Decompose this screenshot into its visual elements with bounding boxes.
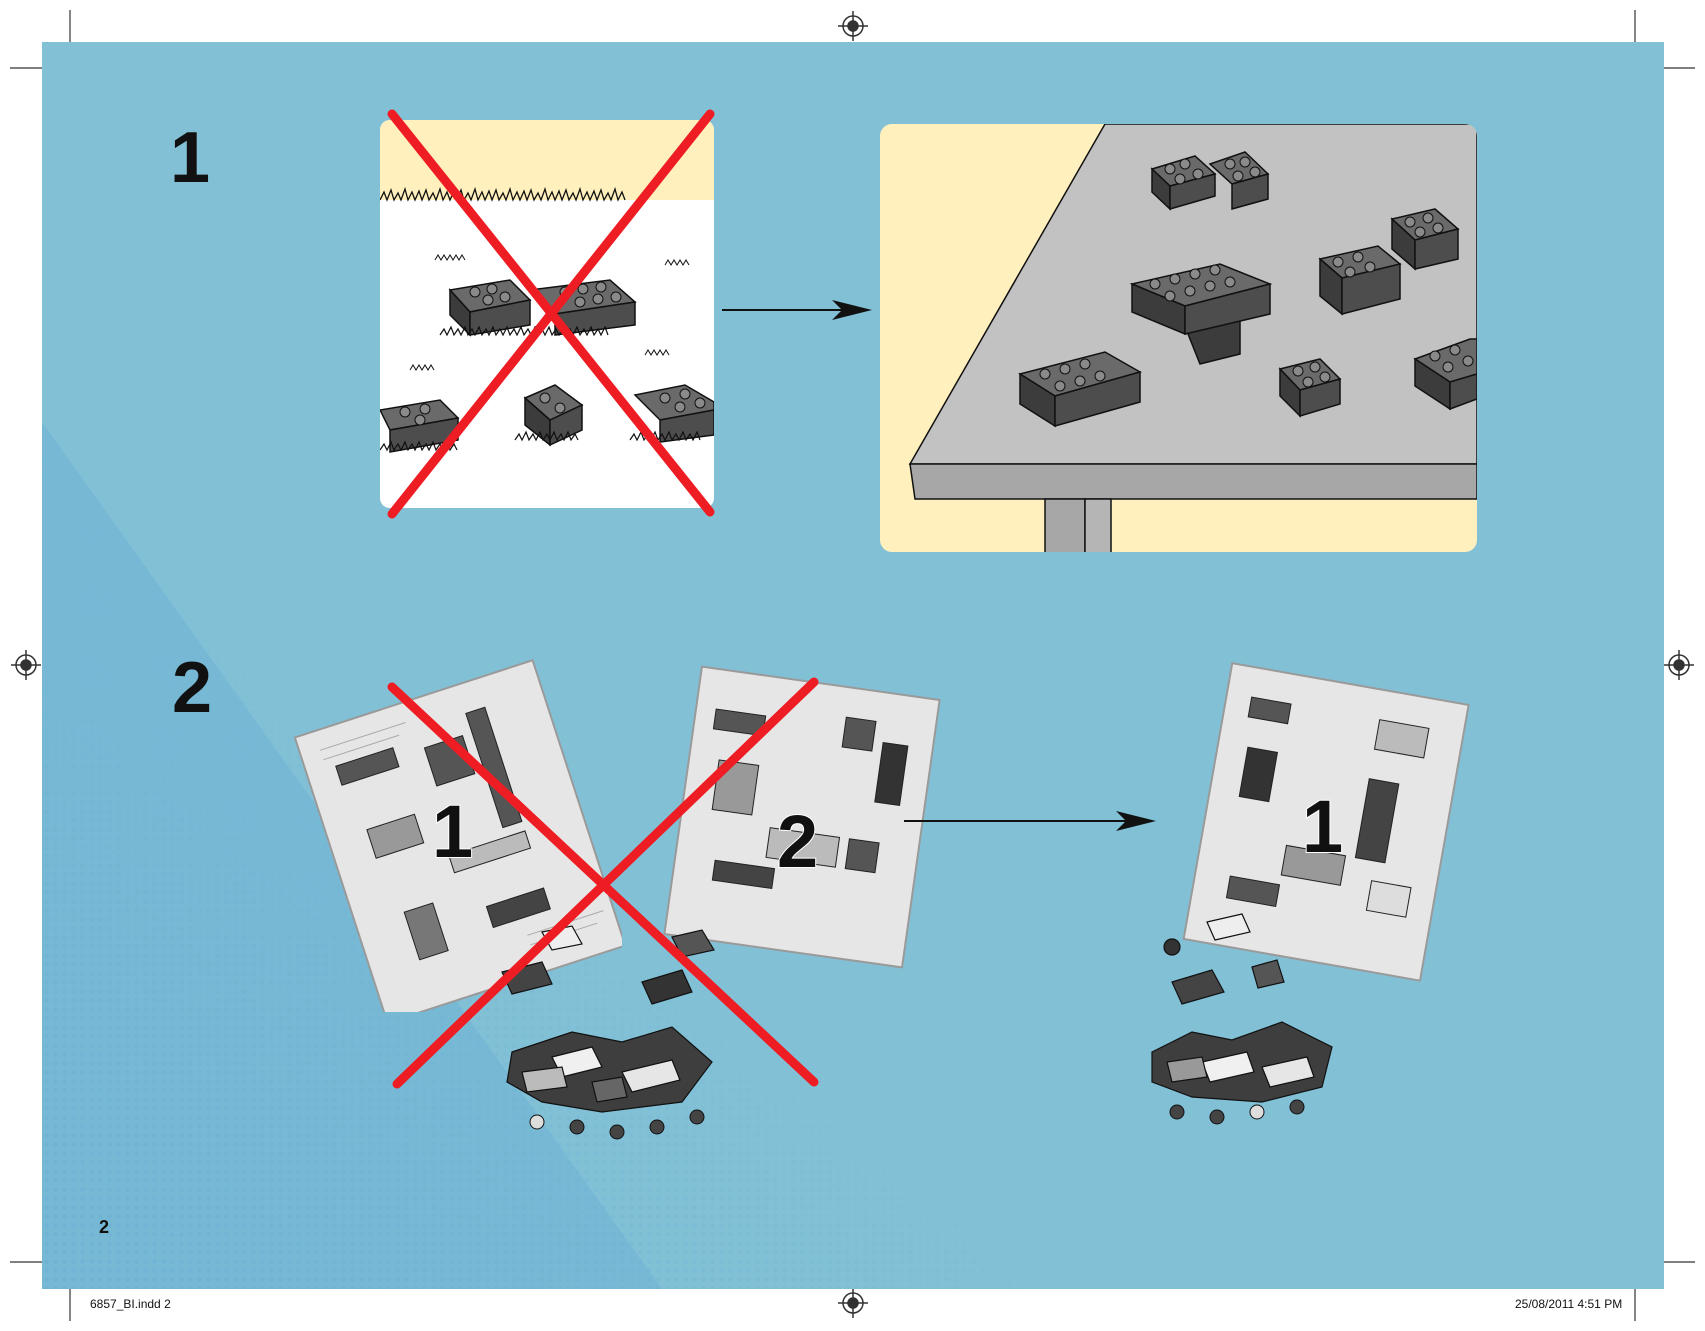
- registration-mark-top: [838, 11, 868, 41]
- bag-number-label: 2: [777, 800, 818, 883]
- spilled-bricks-pile: [501, 925, 715, 1140]
- step-number: 2: [172, 648, 213, 728]
- slug-file-name: 6857_BI.indd 2: [90, 1297, 171, 1311]
- spilled-bricks-pile: [1151, 913, 1333, 1125]
- prohibited-cross-icon: [387, 109, 715, 519]
- bag-1-single-illustration: 1: [1182, 662, 1470, 982]
- registration-mark-right: [1664, 650, 1694, 680]
- table-bricks-illustration: [880, 124, 1477, 552]
- page-number: 2: [99, 1217, 110, 1237]
- prohibited-cross-icon: [387, 677, 819, 1089]
- bag-2-illustration: 2: [663, 665, 941, 969]
- slug-date: 25/08/2011 4:51 PM: [1515, 1297, 1623, 1311]
- arrow-right-icon: [722, 300, 872, 320]
- bag-number-label: 1: [432, 790, 473, 873]
- bag-number-label: 1: [1302, 785, 1343, 868]
- registration-mark-bottom: [838, 1288, 868, 1318]
- step-number: 1: [170, 118, 211, 198]
- instruction-page: 1 2: [42, 42, 1664, 1289]
- registration-mark-left: [11, 650, 41, 680]
- arrow-right-icon: [904, 811, 1156, 831]
